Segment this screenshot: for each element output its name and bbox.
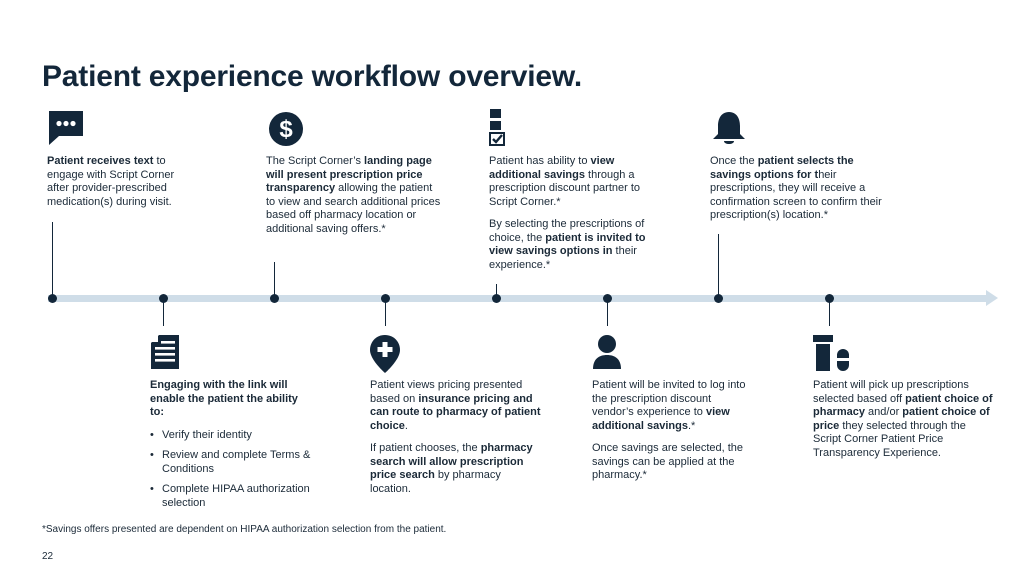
- text-run: through a prescription discount partner …: [489, 168, 641, 208]
- text-run: Once savings are selected, the savings c…: [592, 442, 744, 481]
- step-2-text: Engaging with the link will enable the p…: [150, 379, 312, 517]
- pills-icon: [812, 334, 850, 372]
- text-run: The Script Corner’s: [266, 155, 365, 167]
- text-run: patient choice of price: [813, 406, 990, 432]
- checklist-icon: [489, 108, 505, 146]
- text-run: Patient will pick up prescriptions selec…: [813, 379, 969, 405]
- chat-bubble-icon: [47, 110, 85, 146]
- text-run: If patient chooses, the: [370, 442, 481, 454]
- bullet-list: Verify their identityReview and complete…: [150, 429, 312, 511]
- text-run: heir prescriptions, they will receive a …: [710, 168, 882, 222]
- text-run: Patient views pricing presented based on: [370, 379, 523, 405]
- text-run: insurance pricing and can route to pharm…: [370, 392, 541, 432]
- step-paragraph: By selecting the prescriptions of choice…: [489, 218, 657, 272]
- timeline-dot: [603, 294, 612, 303]
- text-run: and/or: [864, 406, 903, 418]
- text-run: Patient has ability to: [489, 155, 591, 167]
- step-paragraph: Patient will be invited to log into the …: [592, 379, 752, 433]
- timeline-bar: [48, 295, 988, 302]
- page-number: 22: [42, 551, 54, 562]
- timeline-stem: [718, 234, 719, 298]
- timeline-arrow-icon: [986, 290, 998, 306]
- document-icon: [150, 334, 180, 370]
- step-4-text: Patient views pricing presented based on…: [370, 379, 542, 496]
- dollar-icon: $: [268, 111, 304, 147]
- timeline-dot: [714, 294, 723, 303]
- timeline-dot: [159, 294, 168, 303]
- text-run: patient is invited to view savings optio…: [489, 231, 646, 258]
- text-run: .: [404, 419, 408, 432]
- text-run: allowing the patient to view and search …: [266, 182, 441, 235]
- step-paragraph: Engaging with the link will enable the p…: [150, 379, 312, 420]
- step-paragraph: Patient will pick up prescriptions selec…: [813, 379, 995, 460]
- text-run: patient selects the savings options for …: [710, 155, 854, 181]
- step-paragraph: The Script Corner’s landing page will pr…: [266, 155, 441, 236]
- step-1-text: Patient receives text to engage with Scr…: [47, 155, 197, 209]
- step-paragraph: Patient views pricing presented based on…: [370, 379, 542, 433]
- text-run: Engaging with the link will enable the p…: [150, 379, 298, 418]
- timeline-stem: [274, 262, 275, 298]
- bullet-item: Review and complete Terms & Conditions: [150, 449, 312, 476]
- text-run: Patient will be invited to log into the …: [592, 379, 746, 418]
- text-run: patient choice of pharmacy: [813, 392, 993, 419]
- timeline-stem: [163, 298, 164, 326]
- text-run: view additional savings: [592, 406, 730, 432]
- timeline-dot: [492, 294, 501, 303]
- step-6-text: Patient will be invited to log into the …: [592, 379, 752, 483]
- text-run: they selected through the Script Corner …: [813, 419, 966, 459]
- user-icon: [591, 334, 623, 370]
- step-paragraph: Patient receives text to engage with Scr…: [47, 155, 197, 209]
- text-run: by pharmacy location.: [370, 469, 501, 495]
- timeline-stem: [496, 284, 497, 298]
- step-7-text: Once the patient selects the savings opt…: [710, 155, 885, 223]
- text-run: .*: [687, 419, 696, 432]
- timeline-dot: [381, 294, 390, 303]
- step-paragraph: Once the patient selects the savings opt…: [710, 155, 885, 223]
- svg-text:$: $: [279, 116, 293, 143]
- step-paragraph: Patient has ability to view additional s…: [489, 155, 657, 209]
- step-8-text: Patient will pick up prescriptions selec…: [813, 379, 995, 460]
- text-run: Patient receives text: [47, 155, 154, 167]
- step-5-text: Patient has ability to view additional s…: [489, 155, 657, 272]
- text-run: By selecting the prescriptions of choice…: [489, 218, 645, 244]
- bell-icon: [711, 110, 747, 146]
- timeline-stem: [607, 298, 608, 326]
- text-run: landing page will present prescription p…: [266, 155, 432, 194]
- page-title: Patient experience workflow overview.: [42, 60, 583, 93]
- bullet-item: Verify their identity: [150, 429, 312, 443]
- text-run: view additional savings: [489, 155, 615, 181]
- text-run: pharmacy search will allow prescription …: [370, 442, 533, 481]
- timeline-stem: [829, 298, 830, 326]
- text-run: to engage with Script Corner after provi…: [47, 155, 175, 208]
- timeline-stem: [52, 222, 53, 298]
- footnote: *Savings offers presented are dependent …: [42, 524, 447, 535]
- timeline-stem: [385, 298, 386, 326]
- timeline-dot: [270, 294, 279, 303]
- timeline-dot: [48, 294, 57, 303]
- bullet-item: Complete HIPAA authorization selection: [150, 483, 312, 510]
- step-3-text: The Script Corner’s landing page will pr…: [266, 155, 441, 236]
- text-run: their experience.*: [489, 245, 637, 271]
- location-pin-plus-icon: [368, 334, 402, 374]
- timeline-dot: [825, 294, 834, 303]
- text-run: Once the: [710, 155, 758, 167]
- step-paragraph: If patient chooses, the pharmacy search …: [370, 442, 542, 496]
- step-paragraph: Once savings are selected, the savings c…: [592, 442, 752, 483]
